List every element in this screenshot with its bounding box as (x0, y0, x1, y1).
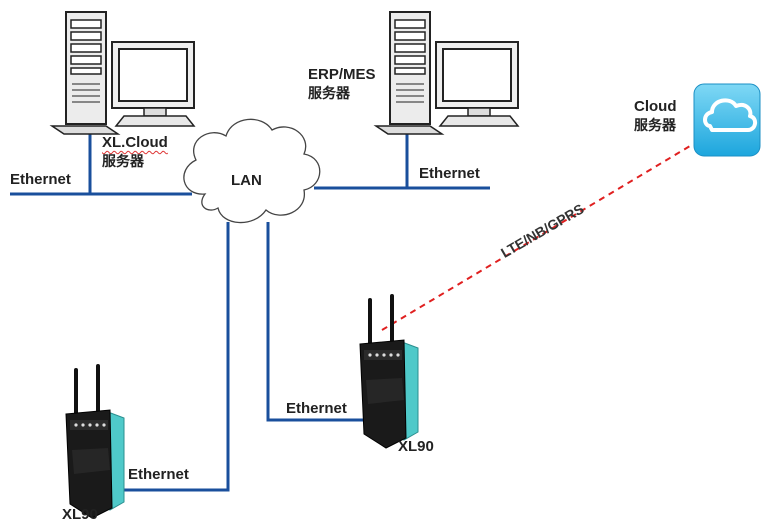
cloud-sub-label: 服务器 (634, 118, 676, 134)
ethernet-line-device-left (113, 222, 230, 492)
xlcloud-sub-label: 服务器 (102, 154, 144, 170)
xl90-label-left: XL90 (62, 506, 98, 523)
xl90-gateway-right-icon (359, 293, 419, 449)
lan-cloud-icon (183, 118, 321, 224)
erp-mes-label: ERP/MES (308, 66, 376, 83)
ethernet-label-bottom-left: Ethernet (128, 466, 189, 483)
xl90-gateway-left-icon (65, 363, 125, 519)
cloud-label: Cloud (634, 98, 677, 115)
ethernet-lines (10, 128, 490, 492)
wireless-link-line (381, 145, 691, 331)
ethernet-label-right: Ethernet (419, 165, 480, 182)
xl90-label-right: XL90 (398, 438, 434, 455)
ethernet-line-device-right (266, 222, 376, 422)
ethernet-label-bottom-right: Ethernet (286, 400, 347, 417)
xlcloud-label: XL.Cloud (102, 134, 168, 152)
cloud-app-icon (693, 83, 761, 157)
ethernet-label-left: Ethernet (10, 171, 71, 188)
erp-mes-sub-label: 服务器 (308, 86, 350, 102)
xlcloud-name: XL.Cloud (102, 134, 168, 151)
lan-label: LAN (231, 172, 262, 189)
erp-mes-server-icon (375, 11, 519, 135)
xlcloud-server-icon (51, 11, 195, 135)
